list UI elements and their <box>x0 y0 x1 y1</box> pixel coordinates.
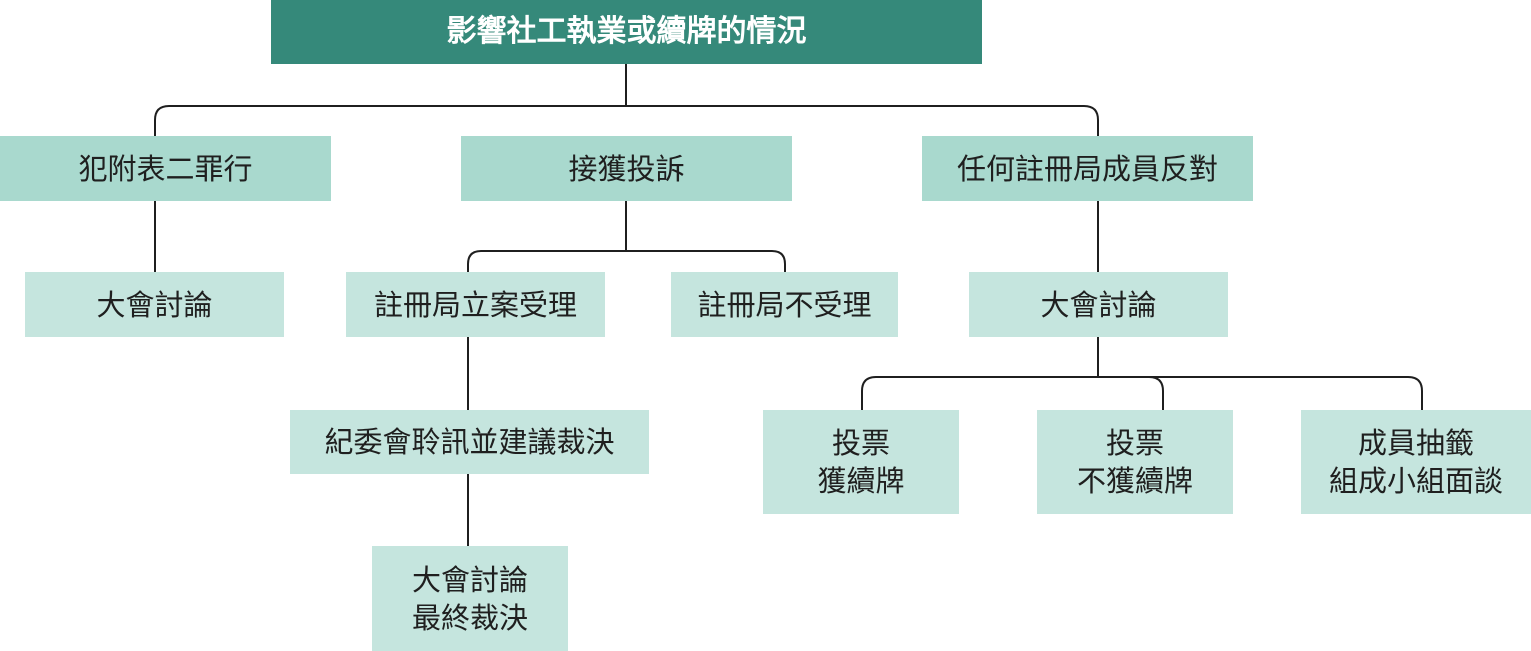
node-offence: 犯附表二罪行 <box>0 136 331 201</box>
node-complaint-label: 接獲投訴 <box>568 151 685 186</box>
node-member-objection: 任何註冊局成員反對 <box>922 136 1253 201</box>
node-complaint: 接獲投訴 <box>461 136 792 201</box>
node-registry-reject-label: 註冊局不受理 <box>697 287 872 322</box>
node-vote-renew-label: 投票 獲續牌 <box>817 426 905 498</box>
node-disciplinary-hearing: 紀委會聆訊並建議裁決 <box>290 410 649 474</box>
node-vote-no-renew-label: 投票 不獲續牌 <box>1076 426 1193 498</box>
node-final-ruling: 大會討論 最終裁決 <box>372 546 568 651</box>
node-final-ruling-label: 大會討論 最終裁決 <box>411 562 528 635</box>
root-node: 影響社工執業或續牌的情況 <box>271 0 982 64</box>
node-registry-accept: 註冊局立案受理 <box>346 272 605 337</box>
node-registry-reject: 註冊局不受理 <box>671 272 898 337</box>
node-council-discussion-1: 大會討論 <box>25 272 284 337</box>
node-panel-interview-label: 成員抽籤 組成小組面談 <box>1328 426 1503 498</box>
node-disciplinary-hearing-label: 紀委會聆訊並建議裁決 <box>324 425 615 459</box>
node-council-discussion-1-label: 大會討論 <box>96 287 213 322</box>
node-panel-interview: 成員抽籤 組成小組面談 <box>1301 410 1531 514</box>
connector-branch-2 <box>467 201 786 272</box>
node-council-discussion-3: 大會討論 <box>969 272 1228 337</box>
connector-root <box>154 64 1099 136</box>
node-registry-accept-label: 註冊局立案受理 <box>373 287 577 322</box>
node-council-discussion-3-label: 大會討論 <box>1040 287 1157 322</box>
connector-council-vote <box>861 337 1423 410</box>
node-vote-renew: 投票 獲續牌 <box>763 410 959 514</box>
node-offence-label: 犯附表二罪行 <box>78 151 253 186</box>
node-member-objection-label: 任何註冊局成員反對 <box>956 151 1218 186</box>
root-label: 影響社工執業或續牌的情況 <box>446 14 807 49</box>
node-vote-no-renew: 投票 不獲續牌 <box>1037 410 1233 514</box>
